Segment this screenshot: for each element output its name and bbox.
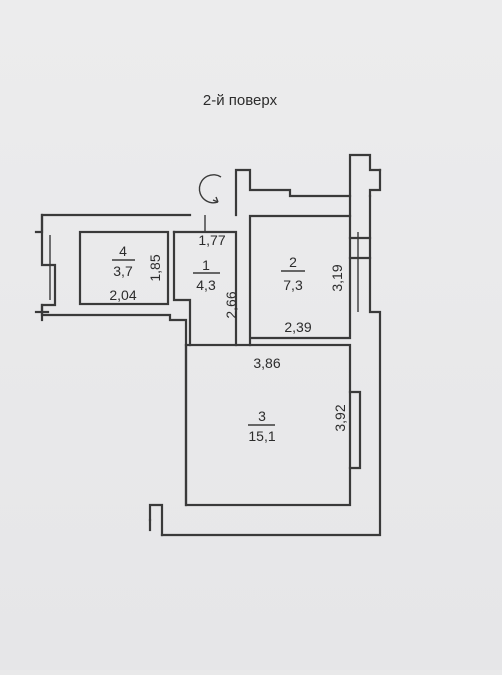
room-4-area: 3,7 <box>113 263 133 279</box>
room-1: 1,77 1 4,3 2,66 <box>172 215 239 347</box>
room-2-area: 7,3 <box>283 277 303 293</box>
room-1-area: 4,3 <box>196 277 216 293</box>
room-2-side-dim: 3,19 <box>329 264 345 291</box>
room-3-area: 15,1 <box>248 428 275 444</box>
room-4-bottom-dim: 2,04 <box>109 287 136 303</box>
room-3: 3,86 3 15,1 3,92 <box>184 343 362 507</box>
room-3-number: 3 <box>258 408 266 424</box>
room-1-top-dim: 1,77 <box>198 232 225 248</box>
spiral-stair-icon <box>198 174 222 204</box>
room-2-bottom-dim: 2,39 <box>284 319 311 335</box>
room-3-side-dim: 3,92 <box>332 404 348 431</box>
room-2-number: 2 <box>289 254 297 270</box>
room-4: 4 3,7 2,04 1,85 <box>78 230 170 306</box>
room-4-side-dim: 1,85 <box>147 254 163 281</box>
room-1-side-dim: 2,66 <box>223 291 239 318</box>
floor-title: 2-й поверх <box>203 92 278 109</box>
room-3-top-dim: 3,86 <box>253 355 280 371</box>
room-1-number: 1 <box>202 257 210 273</box>
room-4-number: 4 <box>119 243 127 259</box>
room-2: 2 7,3 3,19 2,39 <box>248 214 372 347</box>
